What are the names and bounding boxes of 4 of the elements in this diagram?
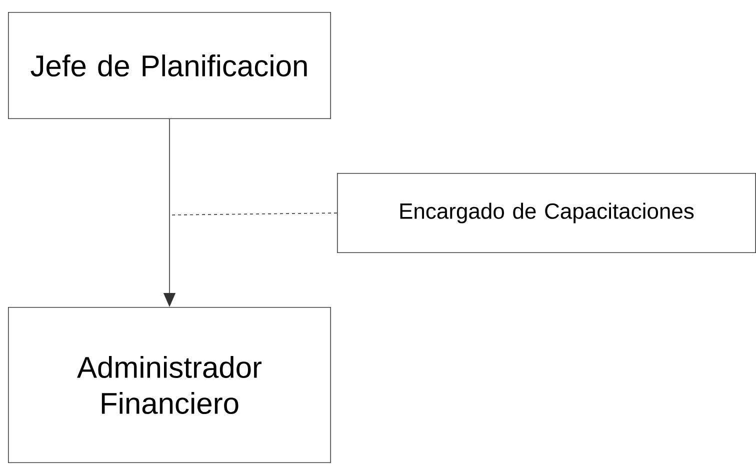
org-box: Jefe de Planificacion: [8, 12, 331, 119]
dashed-line: [170, 212, 338, 216]
org-box: Encargado de Capacitaciones: [337, 173, 756, 253]
org-box: Administrador Financiero: [8, 307, 331, 463]
